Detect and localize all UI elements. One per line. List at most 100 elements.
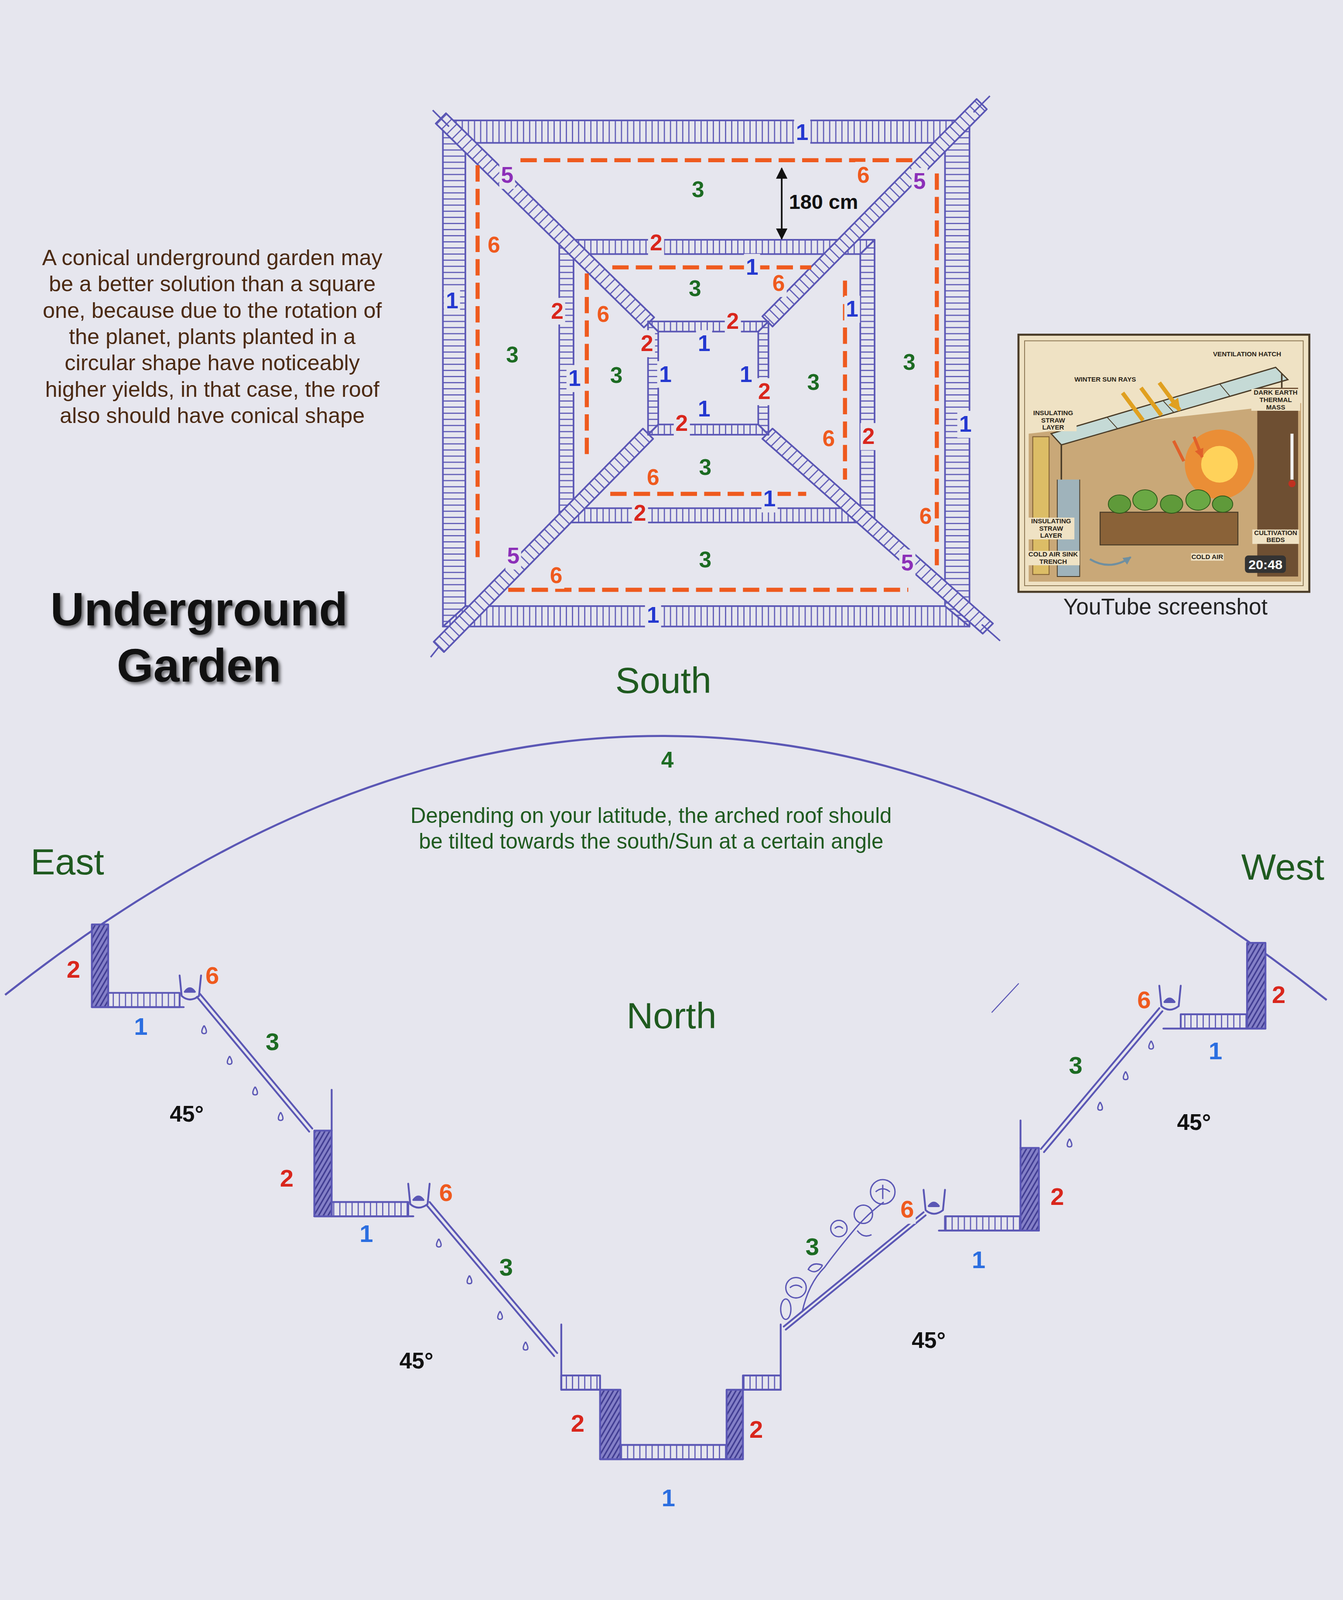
callout-number: 2 bbox=[1048, 1182, 1066, 1212]
callout-number: 2 bbox=[1270, 980, 1288, 1010]
terrace-profile bbox=[1247, 943, 1266, 1029]
arched-roof bbox=[5, 736, 1327, 1001]
terrace-profile bbox=[742, 1324, 781, 1391]
callout-number: 2 bbox=[648, 229, 665, 257]
callout-number: 2 bbox=[549, 297, 566, 325]
plan-diagonal bbox=[433, 428, 653, 653]
diagram-title: Underground Garden bbox=[5, 581, 393, 694]
plan-middle-square bbox=[559, 508, 875, 523]
plant-sketch bbox=[785, 1278, 807, 1299]
callout-number: 2 bbox=[639, 330, 656, 358]
callout-number: 3 bbox=[1066, 1050, 1084, 1080]
thumbnail-label: VENTILATION HATCH bbox=[1212, 350, 1282, 359]
bed-edge-line bbox=[612, 265, 812, 270]
water-drops bbox=[201, 1025, 207, 1035]
plan-inner-square bbox=[648, 424, 769, 435]
bed-edge-line bbox=[934, 173, 939, 567]
dimension-arrow bbox=[780, 168, 783, 239]
thumbnail-image bbox=[1108, 495, 1131, 514]
callout-number: 6 bbox=[437, 1178, 455, 1208]
callout-number: 1 bbox=[659, 1483, 677, 1513]
terrace-profile bbox=[1020, 1148, 1039, 1231]
plan-frame bbox=[442, 120, 465, 627]
callout-number: 2 bbox=[747, 1414, 765, 1445]
thumbnail-image bbox=[1212, 495, 1234, 513]
terrace-profile bbox=[1159, 985, 1181, 1010]
dimension-label: 180 cm bbox=[787, 189, 861, 215]
plan-frame bbox=[442, 606, 970, 627]
dimension-arrow bbox=[781, 168, 783, 239]
water-drops bbox=[1097, 1102, 1103, 1111]
plant-sketch bbox=[857, 1230, 872, 1237]
callout-number: 6 bbox=[203, 960, 221, 991]
plan-diagonal bbox=[435, 113, 655, 328]
water-drops bbox=[497, 1311, 503, 1320]
bed-edge-line bbox=[584, 273, 589, 462]
bed-edge-line bbox=[477, 160, 937, 590]
terrace-profile bbox=[331, 1202, 408, 1217]
callout-number: 1 bbox=[357, 1219, 375, 1249]
plan-diagonal bbox=[433, 428, 653, 653]
terrace-profile bbox=[945, 1216, 1021, 1231]
plan-frame bbox=[442, 120, 970, 143]
bed-edge-line bbox=[508, 587, 909, 592]
plant-sketch bbox=[789, 1285, 803, 1289]
thumbnail-image bbox=[1288, 480, 1296, 488]
plan-diagonal bbox=[762, 428, 994, 634]
callout-number: 1 bbox=[645, 601, 662, 629]
water-drops bbox=[1123, 1071, 1128, 1080]
water-drops bbox=[201, 1025, 1154, 1351]
callout-number: 1 bbox=[970, 1245, 988, 1275]
terrace-profile bbox=[600, 1390, 621, 1460]
terrace-profile bbox=[561, 1324, 601, 1391]
plant-sketch bbox=[834, 1226, 844, 1230]
callout-number: 5 bbox=[899, 550, 916, 578]
callout-number: 3 bbox=[803, 1232, 821, 1262]
compass-label: South bbox=[613, 658, 714, 703]
terrace-profile bbox=[600, 1458, 744, 1461]
water-drops bbox=[467, 1275, 472, 1285]
callout-number: 1 bbox=[657, 361, 674, 389]
thumbnail-image bbox=[1201, 446, 1238, 483]
terrace-profile bbox=[92, 924, 1266, 1460]
callout-number: 1 bbox=[132, 1011, 150, 1042]
callout-number: 6 bbox=[1135, 985, 1153, 1015]
angle-label: 45° bbox=[167, 1100, 206, 1128]
terrace-profile bbox=[108, 993, 180, 1008]
callout-number: 1 bbox=[761, 485, 778, 513]
plant-sketch bbox=[830, 1220, 847, 1238]
callout-number: 6 bbox=[917, 502, 934, 530]
plan-middle-square bbox=[860, 239, 875, 523]
callout-number: 6 bbox=[820, 425, 837, 453]
callout-number: 3 bbox=[805, 369, 822, 397]
callout-number: 3 bbox=[901, 348, 918, 376]
plan-inner-square bbox=[648, 321, 769, 435]
terrace-profile bbox=[742, 1375, 781, 1391]
terrace-profile bbox=[92, 924, 109, 1008]
terrace-profile bbox=[1180, 1014, 1248, 1029]
thumbnail-image bbox=[1290, 433, 1294, 480]
callout-number: 1 bbox=[957, 410, 974, 438]
callout-number: 3 bbox=[686, 275, 704, 303]
thumbnail-image bbox=[1132, 489, 1158, 511]
callout-number: 1 bbox=[696, 330, 713, 358]
terrace-profile bbox=[314, 1215, 414, 1218]
callout-number: 5 bbox=[911, 168, 928, 196]
plant-sketch bbox=[780, 1179, 896, 1320]
terrace-profile bbox=[726, 1390, 743, 1460]
terrace-profile bbox=[92, 1006, 185, 1009]
callout-number: 2 bbox=[64, 954, 83, 985]
thumbnail-label: INSULATING STRAW LAYER bbox=[1029, 409, 1077, 432]
plant-sketch bbox=[808, 1264, 823, 1272]
callout-number: 1 bbox=[844, 295, 861, 323]
water-drops bbox=[1067, 1138, 1073, 1148]
callout-number: 2 bbox=[860, 423, 877, 451]
thumbnail-image bbox=[1018, 334, 1310, 592]
callout-number: 1 bbox=[444, 287, 461, 315]
water-drops bbox=[252, 1086, 258, 1096]
callout-number: 3 bbox=[263, 1027, 281, 1057]
callout-number: 3 bbox=[697, 454, 714, 482]
callout-number: 6 bbox=[485, 231, 503, 259]
callout-number: 2 bbox=[724, 307, 742, 335]
